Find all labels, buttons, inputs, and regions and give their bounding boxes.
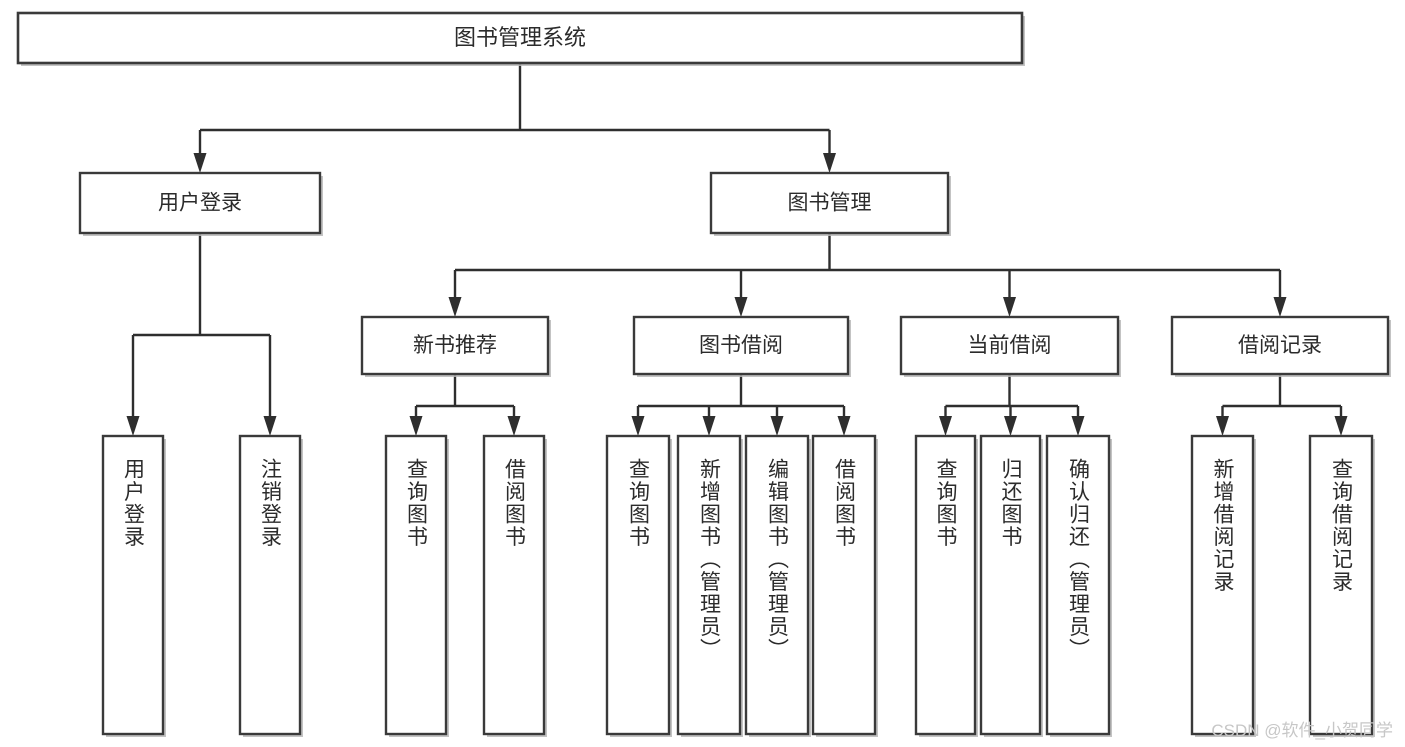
node-box[interactable] — [744, 434, 810, 736]
connector-group — [448, 233, 1287, 317]
node-label: 图书管理系统 — [454, 25, 586, 50]
connector-group — [409, 374, 521, 436]
node-l3d1[interactable]: 查询图书 — [914, 434, 978, 737]
arrow-head-icon — [939, 416, 952, 436]
node-l3a1[interactable]: 用户登录 — [101, 434, 166, 737]
node-box[interactable] — [1190, 434, 1255, 736]
node-label: 查询图书 — [405, 458, 429, 548]
node-label: 查询借阅记录 — [1330, 458, 1354, 593]
node-label: 新增图书（管理员） — [698, 458, 722, 661]
node-l3b1[interactable]: 查询图书 — [384, 434, 449, 737]
node-l3d3[interactable]: 确认归还（管理员） — [1045, 434, 1112, 737]
node-label: 借阅图书 — [833, 458, 857, 548]
node-l3c3[interactable]: 编辑图书（管理员） — [744, 434, 811, 737]
arrow-head-icon — [702, 416, 716, 436]
node-label: 新书推荐 — [413, 334, 497, 357]
connector-group — [193, 63, 836, 173]
node-l2a[interactable]: 新书推荐 — [360, 315, 551, 377]
node-box[interactable] — [238, 434, 302, 736]
node-box[interactable] — [360, 315, 550, 376]
node-label: 确认归还（管理员） — [1067, 458, 1091, 661]
arrow-head-icon — [1071, 416, 1085, 436]
node-l3c2[interactable]: 新增图书（管理员） — [676, 434, 743, 737]
node-box[interactable] — [914, 434, 977, 736]
node-l3b2[interactable]: 借阅图书 — [482, 434, 547, 737]
node-l3c4[interactable]: 借阅图书 — [811, 434, 878, 737]
node-l3e2[interactable]: 查询借阅记录 — [1308, 434, 1375, 737]
node-box[interactable] — [1308, 434, 1374, 736]
node-l1a[interactable]: 用户登录 — [78, 171, 323, 236]
node-label: 注销登录 — [259, 458, 283, 548]
node-label: 新增借阅记录 — [1211, 458, 1235, 593]
arrow-head-icon — [631, 416, 645, 436]
node-box[interactable] — [811, 434, 877, 736]
node-label: 借阅图书 — [503, 458, 527, 548]
node-label: 当前借阅 — [968, 334, 1052, 357]
arrow-head-icon — [1003, 297, 1016, 317]
arrow-head-icon — [770, 416, 784, 436]
node-l3a2[interactable]: 注销登录 — [238, 434, 303, 737]
node-l2c[interactable]: 当前借阅 — [899, 315, 1121, 377]
node-l2b[interactable]: 图书借阅 — [632, 315, 851, 377]
node-label: 图书借阅 — [699, 334, 783, 357]
node-box[interactable] — [101, 434, 165, 736]
node-label: 归还图书 — [999, 458, 1023, 548]
node-l1b[interactable]: 图书管理 — [709, 171, 951, 236]
node-box[interactable] — [979, 434, 1042, 736]
node-box[interactable] — [605, 434, 671, 736]
node-box[interactable] — [632, 315, 850, 376]
arrow-head-icon — [263, 416, 277, 436]
node-box[interactable] — [78, 171, 322, 235]
node-box[interactable] — [1045, 434, 1111, 736]
node-label: 用户登录 — [158, 192, 242, 215]
node-label: 图书管理 — [788, 192, 872, 215]
arrow-head-icon — [1216, 416, 1229, 436]
arrow-head-icon — [448, 297, 462, 317]
node-box[interactable] — [384, 434, 448, 736]
node-box[interactable] — [899, 315, 1120, 376]
arrow-head-icon — [823, 153, 836, 173]
node-box[interactable] — [16, 11, 1024, 65]
arrow-head-icon — [126, 416, 140, 436]
node-label: 查询图书 — [934, 458, 958, 548]
connector-group — [939, 374, 1085, 436]
node-label: 借阅记录 — [1238, 334, 1322, 357]
arrow-head-icon — [1004, 416, 1017, 436]
node-box[interactable] — [709, 171, 950, 235]
connector-group — [126, 233, 277, 436]
node-layer: 图书管理系统用户登录图书管理新书推荐图书借阅当前借阅借阅记录用户登录注销登录查询… — [16, 11, 1391, 737]
node-l2d[interactable]: 借阅记录 — [1170, 315, 1391, 377]
connector-group — [1216, 374, 1348, 436]
node-label: 用户登录 — [122, 458, 146, 548]
arrow-head-icon — [734, 297, 748, 317]
node-l3d2[interactable]: 归还图书 — [979, 434, 1043, 737]
node-box[interactable] — [1170, 315, 1390, 376]
node-root[interactable]: 图书管理系统 — [16, 11, 1025, 66]
arrow-head-icon — [193, 153, 207, 173]
connector-layer — [126, 63, 1348, 436]
arrow-head-icon — [409, 416, 423, 436]
arrow-head-icon — [1334, 416, 1348, 436]
node-l3e1[interactable]: 新增借阅记录 — [1190, 434, 1256, 737]
arrow-head-icon — [1273, 297, 1287, 317]
node-box[interactable] — [676, 434, 742, 736]
node-label: 编辑图书（管理员） — [766, 458, 790, 661]
arrow-head-icon — [507, 416, 521, 436]
arrow-head-icon — [837, 416, 851, 436]
node-label: 查询图书 — [627, 458, 651, 548]
node-box[interactable] — [482, 434, 546, 736]
connector-group — [631, 374, 851, 436]
node-l3c1[interactable]: 查询图书 — [605, 434, 672, 737]
